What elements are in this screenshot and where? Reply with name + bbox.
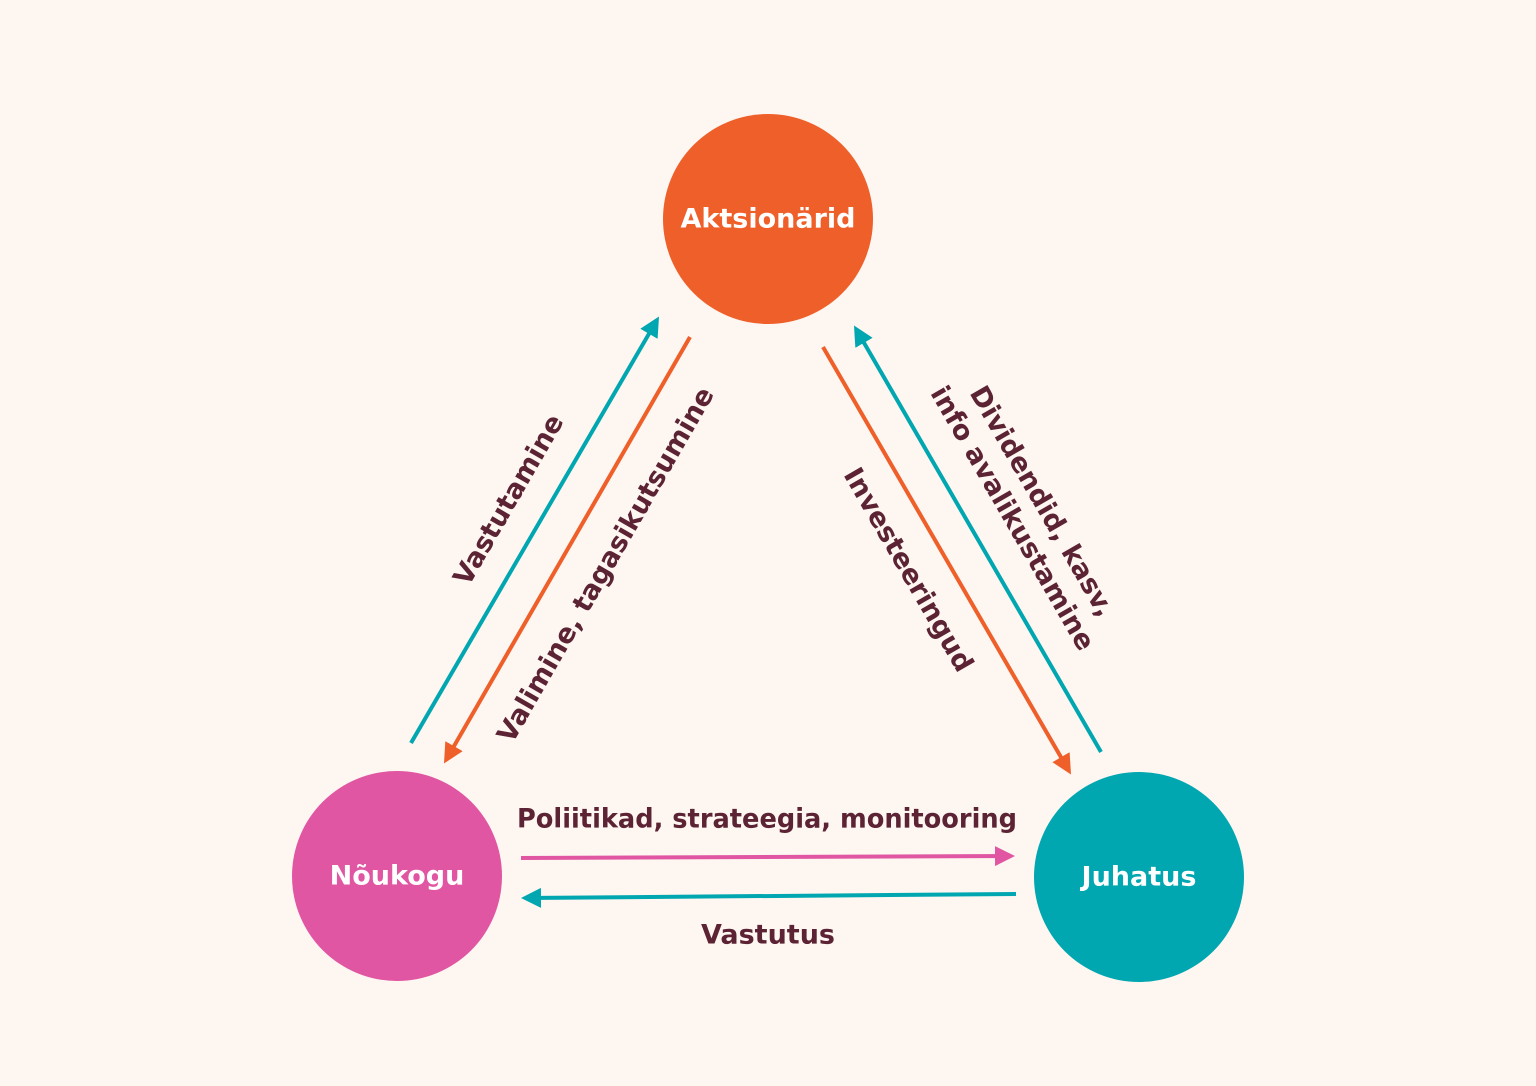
accountability-up-arrow xyxy=(409,316,660,745)
responsibility-arrow xyxy=(521,887,1017,908)
board-circle xyxy=(1034,772,1244,982)
board-node: Juhatus xyxy=(1034,772,1244,982)
shareholders-label: Aktsionärid xyxy=(681,204,856,235)
election-label: Valimine, tagasikutsumine xyxy=(491,382,720,748)
board-label: Juhatus xyxy=(1080,862,1197,893)
investments-arrow xyxy=(821,345,1072,775)
council-circle xyxy=(292,771,502,981)
election-arrow xyxy=(444,336,692,764)
policies-arrow xyxy=(520,846,1015,867)
council-label: Nõukogu xyxy=(330,861,465,892)
responsibility-label: Vastutus xyxy=(701,920,835,951)
dividends-arrow xyxy=(853,325,1103,754)
council-node: Nõukogu xyxy=(292,771,502,981)
shareholders-node: Aktsionärid xyxy=(663,114,873,324)
policies-label: Poliitikad, strateegia, monitooring xyxy=(517,804,1017,835)
shareholders-circle xyxy=(663,114,873,324)
